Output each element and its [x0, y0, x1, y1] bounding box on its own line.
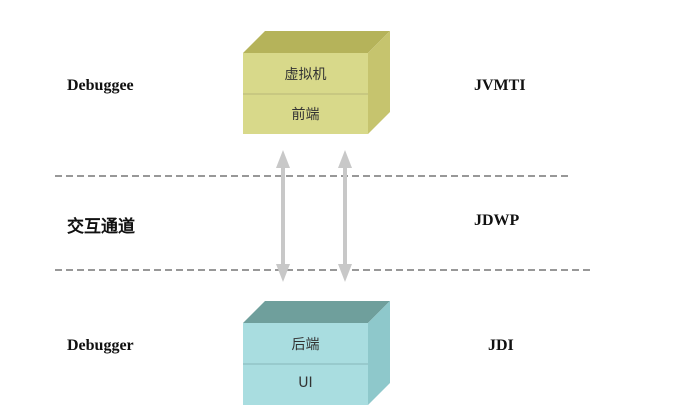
vm-box-side — [368, 31, 390, 134]
arrow-left — [276, 150, 290, 282]
backend-text: 后端 — [291, 337, 320, 353]
jvmti-label: JVMTI — [474, 77, 526, 94]
backend-ui-box — [243, 301, 390, 405]
ui-text: UI — [298, 375, 313, 391]
arrow-right — [338, 150, 352, 282]
debuggee-label: Debuggee — [67, 77, 134, 94]
backend-box-top — [243, 301, 390, 323]
jdi-label: JDI — [488, 337, 514, 354]
jdwp-label: JDWP — [474, 212, 520, 229]
channel-label: 交互通道 — [67, 217, 135, 236]
debugger-label: Debugger — [67, 337, 134, 354]
backend-box-side — [368, 301, 390, 405]
vm-frontend-box — [243, 31, 390, 134]
frontend-text: 前端 — [291, 107, 320, 123]
vm-text: 虚拟机 — [284, 67, 327, 83]
vm-box-top — [243, 31, 390, 53]
